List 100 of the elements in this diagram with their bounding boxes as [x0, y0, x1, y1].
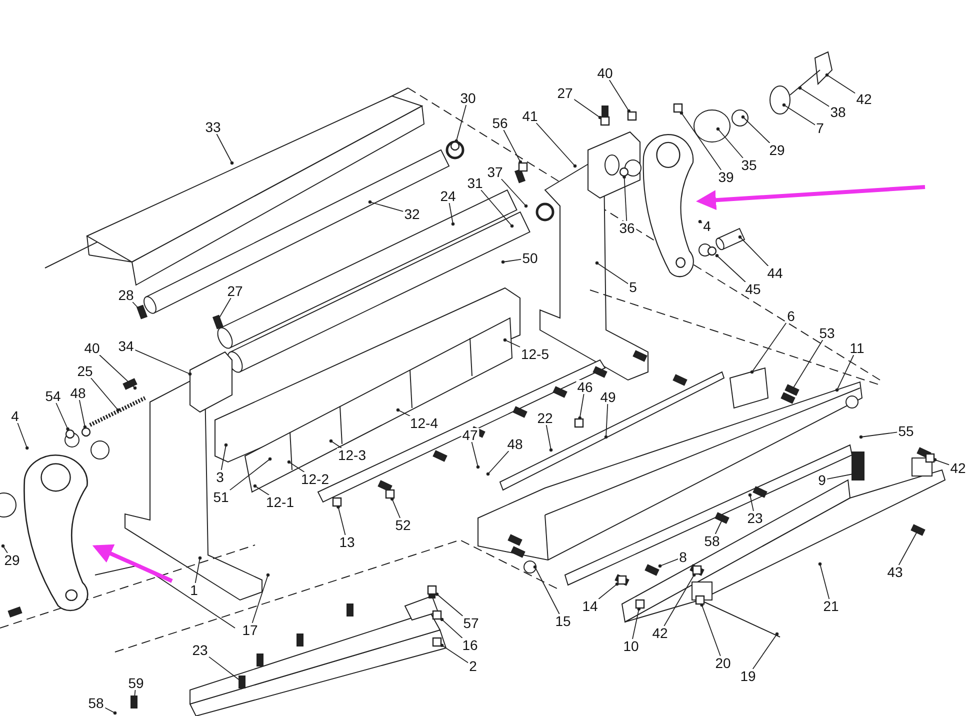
leader-line: [859, 432, 898, 439]
callout-number: 12-3: [336, 448, 368, 462]
callout-number: 17: [241, 623, 259, 637]
callout-number: 52: [394, 518, 412, 532]
small-part: [332, 497, 342, 507]
leader-line: [752, 632, 779, 670]
callout-number: 12-1: [264, 495, 296, 509]
small-part: [432, 610, 442, 620]
leader-line: [229, 457, 272, 491]
leader-line: [448, 202, 455, 226]
leader-line: [440, 618, 463, 638]
leader-line: [90, 378, 120, 412]
leader-line: [595, 261, 629, 284]
callout-number: 42: [949, 461, 967, 475]
callout-number: 28: [117, 288, 135, 302]
leader-line: [252, 573, 270, 624]
leader-line: [680, 111, 722, 170]
callout-number: 53: [818, 326, 836, 340]
callout-number: 59: [127, 676, 145, 690]
leader-line: [700, 603, 721, 656]
callout-number: 31: [466, 176, 484, 190]
callout-number: 14: [581, 599, 599, 613]
callout-number: 27: [556, 86, 574, 100]
callout-number: 43: [886, 565, 904, 579]
leader-line: [104, 707, 117, 715]
leader-line: [336, 505, 346, 536]
leader-line: [835, 354, 854, 392]
leader-line: [632, 607, 641, 640]
leader-line: [658, 558, 679, 568]
callout-number: 39: [717, 170, 735, 184]
callout-number: 9: [817, 473, 827, 487]
callout-number: 48: [506, 437, 524, 451]
callout-number: 40: [83, 341, 101, 355]
leader-line: [480, 190, 514, 228]
leader-line: [486, 450, 510, 476]
callout-number: 51: [212, 490, 230, 504]
callout-number: 24: [439, 189, 457, 203]
callout-number: 40: [596, 66, 614, 80]
callout-number: 19: [739, 669, 757, 683]
round-part: [707, 246, 717, 256]
leader-line: [253, 484, 270, 496]
callout-number: 42: [855, 92, 873, 106]
leader-line: [748, 493, 754, 512]
callout-number: 12-5: [520, 347, 550, 361]
leader-line: [933, 458, 950, 466]
callout-number: 12-4: [408, 416, 440, 430]
callout-number: 55: [897, 424, 915, 438]
callout-number: 2: [468, 659, 478, 673]
callout-number: 20: [714, 656, 732, 670]
callout-number: 16: [461, 638, 479, 652]
small-part: [574, 418, 584, 428]
round-part: [450, 141, 460, 151]
round-part: [65, 429, 75, 439]
callout-number: 47: [461, 428, 479, 442]
callout-number: 6: [786, 309, 796, 323]
leader-line: [578, 394, 584, 420]
callout-number: 56: [491, 116, 509, 130]
leader-line: [664, 573, 696, 626]
small-part: [627, 111, 637, 121]
leader-line: [536, 122, 577, 168]
small-part: [673, 103, 683, 113]
leader-line: [782, 103, 816, 126]
callout-number: 42: [651, 626, 669, 640]
callout-number: 8: [678, 550, 688, 564]
leader-line: [99, 354, 137, 390]
leader-line: [194, 556, 202, 584]
small-part: [427, 585, 437, 595]
callout-number: 58: [87, 696, 105, 710]
leader-line: [56, 402, 70, 431]
leader-line: [818, 562, 830, 600]
leader-line: [220, 443, 228, 470]
leader-line: [78, 400, 87, 429]
callout-number: 38: [829, 105, 847, 119]
callout-number: 23: [191, 643, 209, 657]
callout-number: 23: [746, 511, 764, 525]
callout-number: 34: [117, 339, 135, 353]
leader-line: [503, 130, 522, 164]
callout-number: 46: [576, 380, 594, 394]
leader-line: [716, 127, 744, 158]
callout-number: 33: [204, 120, 222, 134]
small-part: [385, 489, 395, 499]
leader-line: [471, 442, 480, 469]
callout-number: 58: [703, 534, 721, 548]
leader-line: [715, 254, 746, 282]
callout-number: 29: [3, 553, 21, 567]
callout-number: 4: [702, 219, 712, 233]
leader-line: [573, 98, 602, 120]
callout-number: 15: [554, 614, 572, 628]
leader-line: [396, 408, 410, 416]
callout-number: 45: [744, 282, 762, 296]
callout-number: 13: [338, 535, 356, 549]
leader-line: [454, 104, 467, 143]
callout-number: 30: [459, 91, 477, 105]
callout-number: 36: [618, 221, 636, 235]
small-part: [695, 595, 705, 605]
callout-number: 41: [521, 109, 539, 123]
callout-number: 48: [69, 386, 87, 400]
round-part: [619, 167, 629, 177]
callout-number: 1: [189, 583, 199, 597]
leader-line: [503, 338, 520, 348]
